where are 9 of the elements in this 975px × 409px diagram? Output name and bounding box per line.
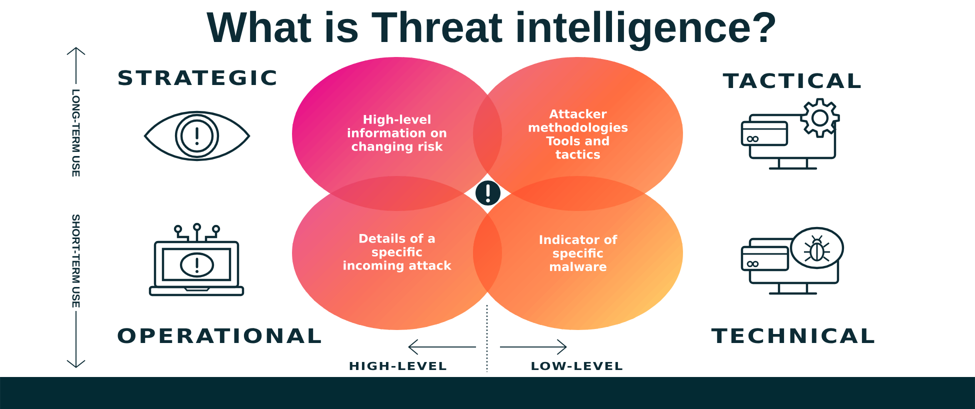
category-label: TACTICAL: [722, 73, 861, 88]
axis-label: HIGH-LEVEL: [350, 362, 446, 370]
axis-label: SHORT-TERM USE: [72, 214, 80, 308]
axis-label: LOW-LEVEL: [532, 362, 622, 370]
category-label: TECHNICAL: [711, 328, 874, 344]
axis-label: LONG-TERM USE: [72, 90, 80, 177]
title: What is Threat intelligence?: [206, 10, 776, 52]
category-label: STRATEGIC: [118, 70, 276, 86]
category-label: OPERATIONAL: [118, 328, 321, 344]
